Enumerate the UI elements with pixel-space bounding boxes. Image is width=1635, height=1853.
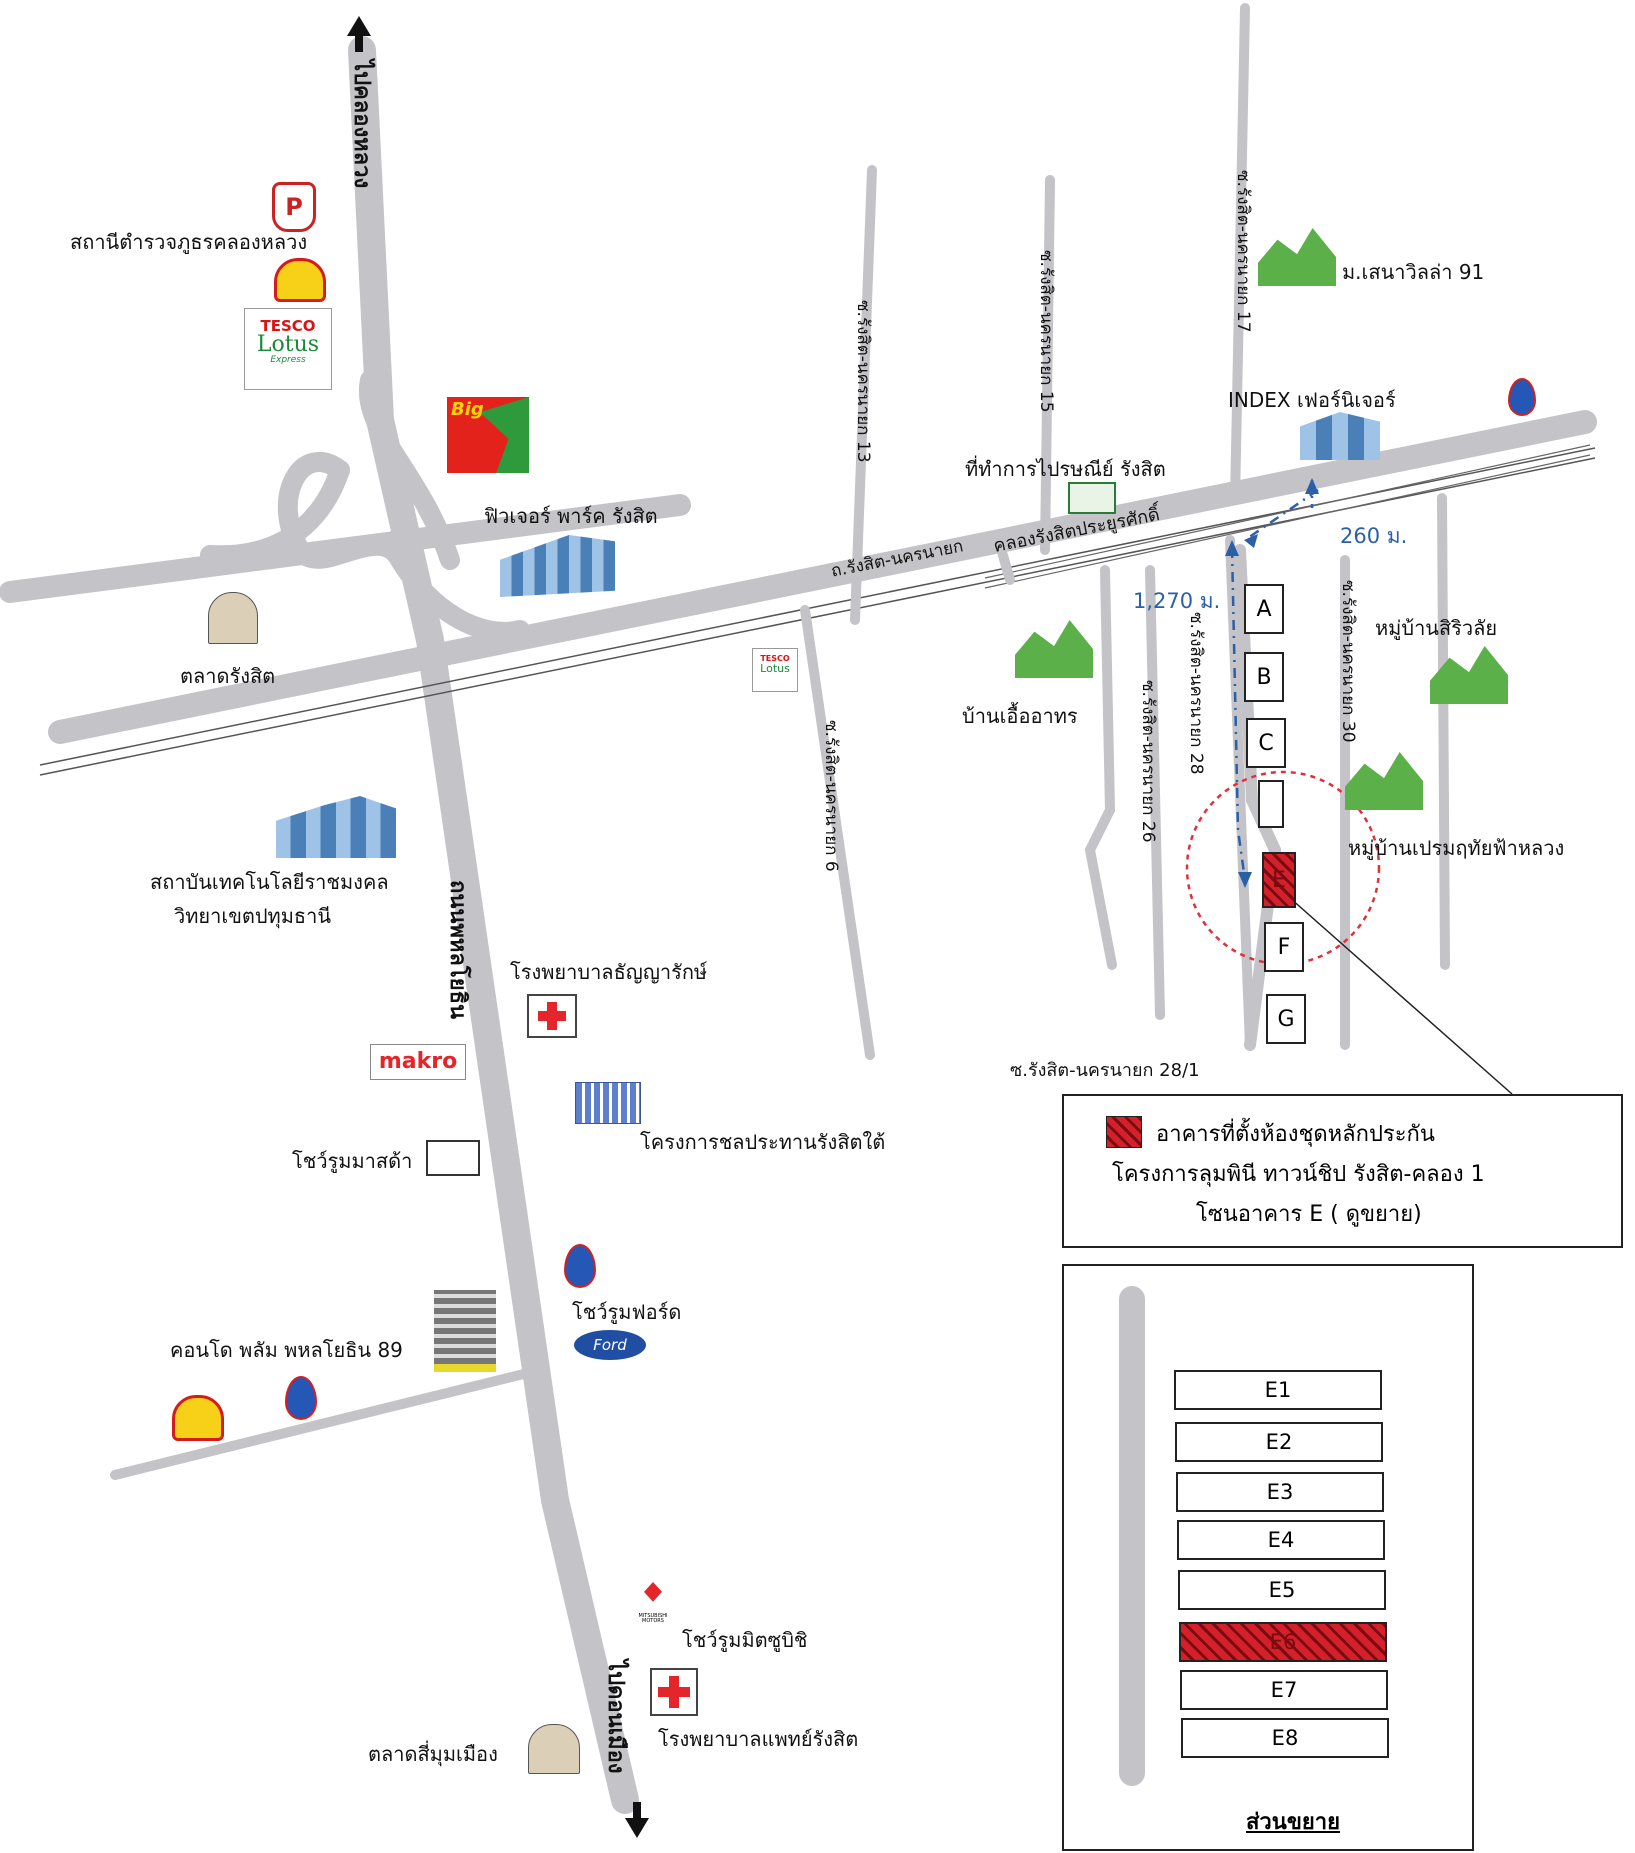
building-c[interactable]: C bbox=[1246, 718, 1286, 768]
unit-e3[interactable]: E3 bbox=[1176, 1472, 1384, 1512]
main-road bbox=[348, 36, 639, 1814]
label-siri-village: หมู่บ้านสิริวลัย bbox=[1375, 616, 1498, 640]
building-g[interactable]: G bbox=[1266, 994, 1306, 1044]
ptt-icon-south bbox=[285, 1376, 317, 1420]
rangsit-market-icon bbox=[208, 592, 258, 644]
tesco-lotus-small-logo: TESCO Lotus bbox=[752, 648, 798, 692]
label-ford: โชว์รูมฟอร์ด bbox=[572, 1300, 682, 1324]
distance-260: 260 ม. bbox=[1340, 524, 1408, 548]
label-thanyarak: โรงพยาบาลธัญญารักษ์ bbox=[510, 960, 708, 984]
mazda-showroom-icon bbox=[426, 1140, 480, 1176]
legend-line-3: โซนอาคาร E ( ดูขยาย) bbox=[1196, 1202, 1422, 1227]
lotus-small-text: Lotus bbox=[760, 662, 790, 676]
bigc-logo: Big bbox=[447, 397, 529, 473]
legend-line-1: อาคารที่ตั้งห้องชุดหลักประกัน bbox=[1156, 1122, 1435, 1147]
label-police: สถานีตำรวจภูธรคลองหลวง bbox=[70, 230, 308, 254]
label-sena-villa: ม.เสนาวิลล่า 91 bbox=[1342, 260, 1485, 284]
makro-logo: makro bbox=[370, 1044, 466, 1080]
ford-text: Ford bbox=[593, 1336, 627, 1354]
building-d[interactable]: D bbox=[1258, 780, 1284, 828]
callout-line bbox=[1289, 897, 1513, 1095]
express-text: Express bbox=[270, 355, 306, 365]
label-future-park: ฟิวเจอร์ พาร์ค รังสิต bbox=[484, 504, 658, 528]
unit-e4[interactable]: E4 bbox=[1177, 1520, 1385, 1560]
tesco-lotus-logo: TESCO Lotus Express bbox=[244, 308, 332, 390]
hospital-cross-icon-paet bbox=[650, 1668, 698, 1716]
ptt-icon-ford bbox=[564, 1244, 596, 1288]
makro-text: makro bbox=[378, 1049, 458, 1074]
unit-e2[interactable]: E2 bbox=[1175, 1422, 1383, 1462]
direction-arrows bbox=[347, 16, 649, 1838]
label-rmutt-2: วิทยาเขตปทุมธานี bbox=[174, 904, 332, 928]
post-office-icon bbox=[1068, 482, 1116, 514]
label-paet-rangsit: โรงพยาบาลแพทย์รังสิต bbox=[658, 1727, 859, 1751]
label-plum: คอนโด พลัม พหลโยธิน 89 bbox=[170, 1338, 403, 1362]
soi-label-6: ซ.รังสิต-นครนายก 6 bbox=[821, 720, 841, 872]
inset-title: ส่วนขยาย bbox=[1246, 1810, 1340, 1835]
label-rmutt-1: สถาบันเทคโนโลยีราชมงคล bbox=[150, 870, 389, 894]
shell-icon bbox=[274, 258, 326, 302]
soi-label-26: ซ.รังสิต-นครนายก 26 bbox=[1138, 680, 1158, 843]
label-prem-village: หมู่บ้านเปรมฤทัยฟ้าหลวง bbox=[1348, 836, 1565, 860]
unit-e7[interactable]: E7 bbox=[1180, 1670, 1388, 1710]
interchange bbox=[200, 370, 530, 642]
police-icon: P bbox=[272, 182, 316, 232]
police-p-letter: P bbox=[285, 193, 303, 221]
road-label-south: ไปดอนเมือง bbox=[603, 1660, 628, 1774]
tesco-text: TESCO bbox=[260, 317, 316, 335]
mitsubishi-text: MITSUBISHI MOTORS bbox=[638, 1613, 668, 1624]
north-arrow-icon bbox=[347, 16, 371, 52]
tesco-small-text: TESCO bbox=[760, 654, 790, 663]
soi-label-30: ซ.รังสิต-นครนายก 30 bbox=[1338, 580, 1358, 743]
cross-road-edges bbox=[984, 444, 1591, 589]
label-chonprathan: โครงการชลประทานรังสิตใต้ bbox=[640, 1130, 886, 1154]
shell-icon-south bbox=[172, 1395, 224, 1441]
building-f[interactable]: F bbox=[1264, 922, 1304, 972]
building-e-highlighted[interactable]: E bbox=[1262, 852, 1296, 908]
bigc-text: Big bbox=[451, 399, 484, 420]
soi-label-15: ซ.รังสิต-นครนายก 15 bbox=[1036, 250, 1056, 413]
label-index: INDEX เฟอร์นิเจอร์ bbox=[1228, 388, 1396, 412]
road-label-phahonyothin: ถนนพหลโยธิน bbox=[445, 880, 470, 1020]
inset-zoom-box: E1 E2 E3 E4 E5 E6 E7 E8 ส่วนขยาย bbox=[1062, 1264, 1474, 1851]
unit-e5[interactable]: E5 bbox=[1178, 1570, 1386, 1610]
label-uea-athorn: บ้านเอื้ออาทร bbox=[962, 704, 1078, 728]
soi-label-28: ซ.รังสิต-นครนายก 28 bbox=[1186, 612, 1206, 775]
ptt-icon-index bbox=[1508, 378, 1536, 416]
mitsubishi-logo: MITSUBISHI MOTORS bbox=[632, 1582, 674, 1630]
soi-label-17: ซ.รังสิต-นครนายก 17 bbox=[1233, 170, 1253, 333]
road-label-north: ไปคลองหลวง bbox=[349, 60, 374, 189]
distance-1270: 1,270 ม. bbox=[1133, 589, 1221, 613]
unit-e1[interactable]: E1 bbox=[1174, 1370, 1382, 1410]
lotus-text: Lotus bbox=[256, 332, 320, 357]
soi-label-13: ซ.รังสิต-นครนายก 13 bbox=[853, 300, 873, 463]
legend-line-2: โครงการลุมพินี ทาวน์ชิป รังสิต-คลอง 1 bbox=[1112, 1162, 1485, 1187]
label-post-office: ที่ทำการไปรษณีย์ รังสิต bbox=[965, 457, 1166, 481]
inset-road bbox=[1119, 1286, 1145, 1786]
legend-swatch bbox=[1106, 1116, 1142, 1148]
route-arrows bbox=[1225, 478, 1319, 888]
simummuang-market-icon bbox=[528, 1724, 580, 1774]
label-mazda: โชว์รูมมาสด้า bbox=[292, 1149, 413, 1173]
label-mitsubishi: โชว์รูมมิตซูบิชิ bbox=[682, 1628, 808, 1652]
label-simummuang: ตลาดสี่มุมเมือง bbox=[368, 1742, 498, 1766]
hospital-cross-icon-thanyarak bbox=[527, 994, 577, 1038]
plum-condo-icon bbox=[434, 1290, 496, 1372]
south-arrow-icon bbox=[625, 1802, 649, 1838]
unit-e8[interactable]: E8 bbox=[1181, 1718, 1389, 1758]
building-a[interactable]: A bbox=[1244, 584, 1284, 634]
legend-box: อาคารที่ตั้งห้องชุดหลักประกัน โครงการลุม… bbox=[1062, 1094, 1623, 1248]
ford-logo: Ford bbox=[574, 1330, 646, 1360]
unit-e6-highlighted[interactable]: E6 bbox=[1179, 1622, 1387, 1662]
soi-label-28-1: ซ.รังสิต-นครนายก 28/1 bbox=[1010, 1060, 1200, 1081]
chonprathan-building-icon bbox=[575, 1082, 641, 1124]
label-rangsit-market: ตลาดรังสิต bbox=[180, 664, 276, 688]
building-b[interactable]: B bbox=[1244, 652, 1284, 702]
